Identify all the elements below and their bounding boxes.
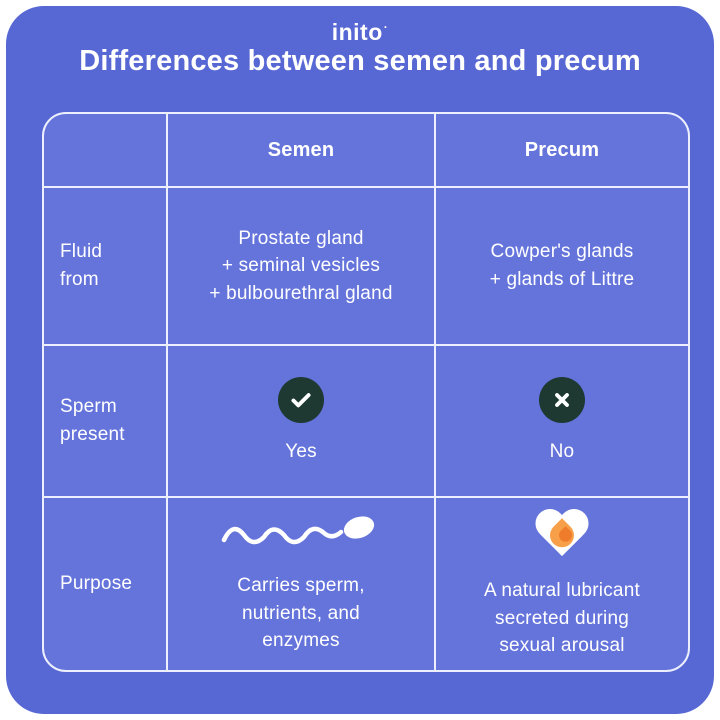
sperm-present-precum-cell: No	[436, 346, 688, 496]
brand-logo: inito·	[6, 19, 714, 46]
fluid-from-semen-cell: Prostate gland + seminal vesicles + bulb…	[168, 188, 434, 344]
sperm-present-semen-value: Yes	[285, 440, 317, 462]
header-empty-cell	[44, 114, 166, 186]
heart-flame-icon	[533, 508, 591, 562]
purpose-semen-text: Carries sperm, nutrients, and enzymes	[237, 575, 365, 652]
fluid-from-precum-cell: Cowper's glands + glands of Littre	[436, 188, 688, 344]
brand-logo-text: inito	[331, 19, 383, 45]
sperm-icon	[221, 516, 375, 545]
comparison-table: Semen Precum Fluid from Prostate gland +…	[42, 112, 690, 672]
check-icon	[278, 376, 324, 423]
x-icon	[539, 376, 585, 423]
purpose-precum-text: A natural lubricant secreted during sexu…	[484, 580, 640, 657]
purpose-precum-cell: A natural lubricant secreted during sexu…	[436, 498, 688, 670]
row-label-sperm-present: Sperm present	[44, 346, 166, 496]
sperm-present-semen-cell: Yes	[168, 346, 434, 496]
header-precum: Precum	[436, 114, 688, 186]
sperm-present-precum-value: No	[549, 440, 575, 462]
purpose-semen-cell: Carries sperm, nutrients, and enzymes	[168, 498, 434, 670]
row-label-purpose: Purpose	[44, 498, 166, 670]
page-title: Differences between semen and precum	[79, 45, 641, 77]
brand-logo-mark: ·	[383, 20, 389, 34]
row-label-fluid-from: Fluid from	[44, 188, 166, 344]
header-semen: Semen	[168, 114, 434, 186]
blue-panel: inito· Differences between semen and pre…	[6, 6, 714, 714]
